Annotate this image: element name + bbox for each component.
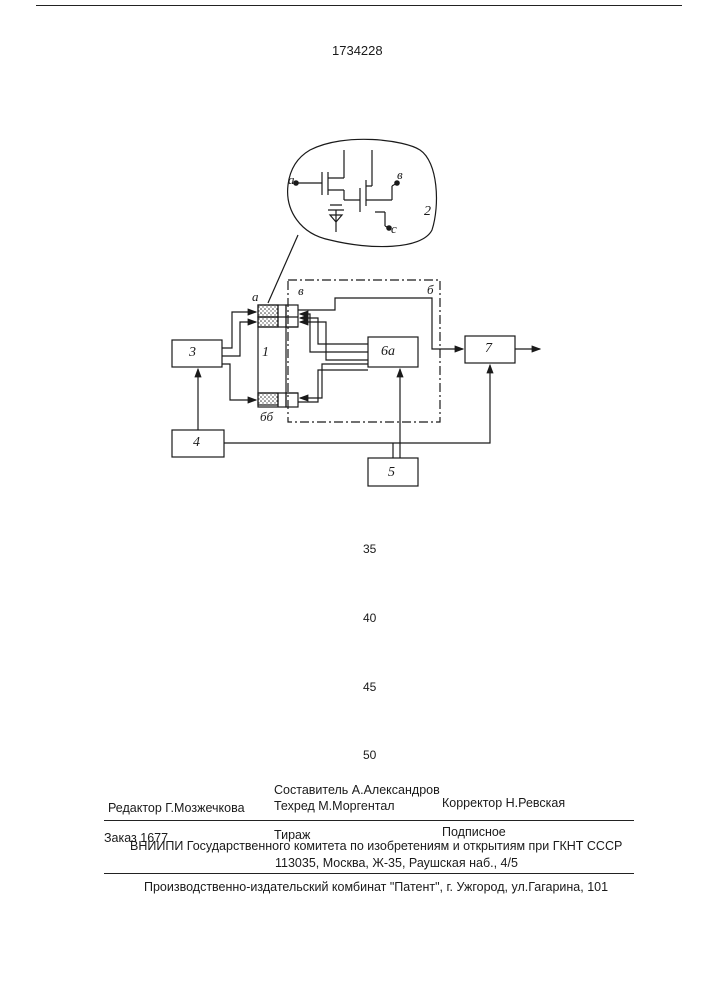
label-block-1: 1: [262, 346, 269, 360]
inset-leader-line: [268, 235, 298, 303]
label-bb: бб: [260, 410, 273, 423]
label-a-top: a: [252, 290, 259, 303]
label-block-7: 7: [485, 342, 492, 356]
label-block-5: 5: [388, 466, 395, 480]
margin-number-45: 45: [363, 681, 376, 693]
margin-number-50: 50: [363, 749, 376, 761]
label-inset-c: c: [391, 222, 397, 235]
margin-number-35: 35: [363, 543, 376, 555]
techred: Техред М.Моргентал: [274, 800, 395, 813]
rule-2: [104, 873, 634, 874]
rule-1: [104, 820, 634, 821]
label-6: б: [427, 283, 434, 296]
label-inset-a: a: [288, 173, 295, 186]
institute: ВНИИПИ Государственного комитета по изоб…: [130, 840, 622, 853]
publisher: Производственно-издательский комбинат "П…: [144, 881, 608, 894]
corrector: Корректор Н.Ревская: [442, 797, 565, 810]
label-block-6a: 6a: [381, 345, 395, 359]
label-v-top: в: [298, 284, 304, 297]
label-inset-2: 2: [424, 205, 431, 219]
block-3: [172, 340, 222, 367]
block-diagram: [0, 0, 707, 520]
inset-bubble: [288, 139, 437, 246]
editor: Редактор Г.Мозжечкова: [108, 802, 245, 815]
address: 113035, Москва, Ж-35, Раушская наб., 4/5: [275, 857, 518, 870]
subscription: Подписное: [442, 826, 506, 839]
label-block-3: 3: [189, 346, 196, 360]
label-inset-v: в: [397, 168, 403, 181]
compiler: Составитель А.Александров: [274, 784, 440, 797]
margin-number-40: 40: [363, 612, 376, 624]
label-block-4: 4: [193, 436, 200, 450]
enclosure-6: [288, 280, 440, 422]
